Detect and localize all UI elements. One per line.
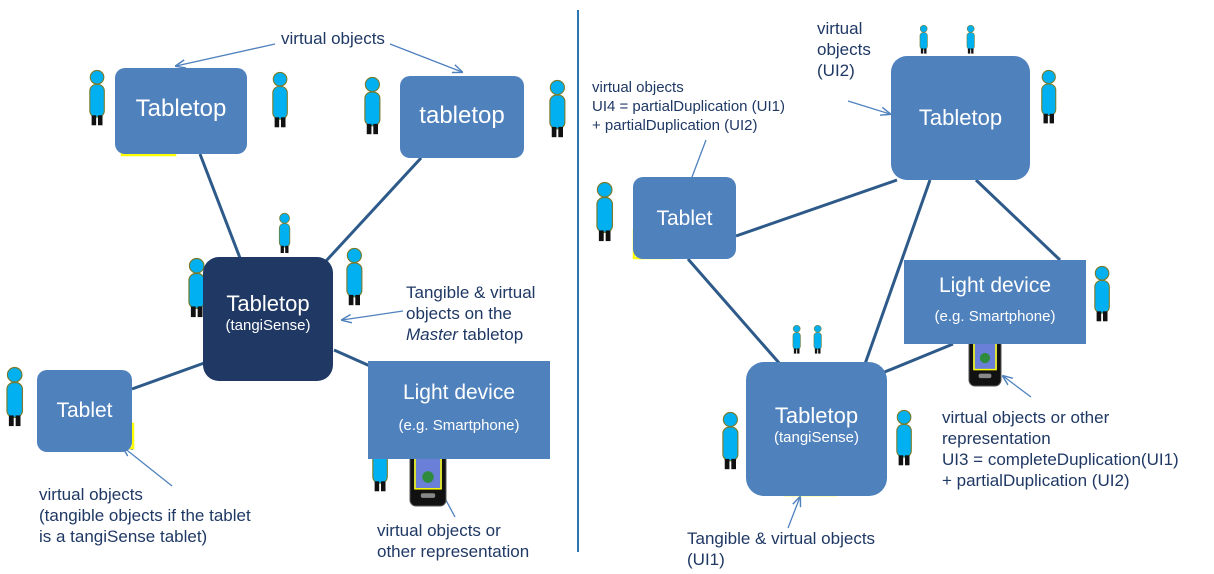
left-master-note: Tangible & virtual objects on the Master… [406, 282, 535, 345]
left-tablet-note-line2: (tangible objects if the tablet [39, 506, 251, 525]
left-phone-note: virtual objects or other representation [377, 520, 529, 562]
left-tabletop-2-label: tabletop [419, 102, 505, 129]
right-master-title: Tabletop [774, 403, 859, 428]
left-phone-note-line1: virtual objects or [377, 521, 501, 540]
arrow-right-ui3-note [1003, 376, 1032, 398]
left-tablet-note-line1: virtual objects [39, 485, 143, 504]
person-icon [346, 247, 363, 306]
connector-right-tabletop-light [974, 178, 1062, 262]
arrow-left-label-to-tt1 [176, 43, 276, 66]
right-master-tabletop: Tabletop (tangiSense) [746, 362, 887, 496]
connector-left-master-light [333, 348, 371, 368]
left-master-note-line3: Master tabletop [406, 324, 535, 345]
right-tabletop: Tabletop [891, 56, 1030, 180]
right-ui3-note: virtual objects or other representation … [942, 407, 1179, 491]
right-master-subtitle: (tangiSense) [773, 429, 860, 447]
right-tabletop-label: Tabletop [918, 105, 1003, 130]
person-icon [919, 24, 928, 54]
person-icon [792, 324, 801, 354]
person-icon [364, 76, 381, 135]
left-tablet: Tablet [37, 370, 132, 452]
right-ui3-note-line1: virtual objects or other [942, 408, 1110, 427]
person-icon [278, 212, 291, 254]
person-icon [966, 24, 975, 54]
master-emphasis: Master [406, 325, 458, 344]
person-icon [272, 71, 288, 128]
left-light-device-title: Light device [402, 381, 516, 404]
right-bottom-note-line2: (UI1) [687, 550, 725, 569]
person-icon [1094, 265, 1110, 322]
right-ui4-note-line1: virtual objects [592, 79, 684, 96]
left-master-note-line2: objects on the [406, 304, 512, 323]
right-top-note: virtual objects (UI2) [817, 18, 871, 81]
right-tablet: Tablet [633, 177, 736, 259]
connector-left-master-tablet [131, 360, 208, 391]
right-ui4-note-line2: UI4 = partialDuplication (UI1) [592, 98, 786, 115]
person-icon [6, 366, 24, 427]
left-master-note-line3-rest: tabletop [457, 325, 524, 344]
arrow-left-master-note [342, 310, 404, 320]
connector-right-tabletop-master [863, 179, 932, 365]
right-top-note-line2: objects [817, 40, 871, 59]
person-icon [89, 69, 105, 126]
arrow-left-label-to-tt2 [389, 43, 462, 72]
person-icon [813, 324, 822, 354]
person-icon [549, 79, 566, 138]
person-icon [596, 181, 614, 242]
right-top-note-line1: virtual [817, 19, 863, 38]
person-icon [722, 411, 739, 470]
arrow-right-bottom-note [787, 497, 800, 529]
right-ui4-note-line3: + partialDuplication (UI2) [592, 117, 758, 134]
connector-right-tablet-tabletop [735, 178, 898, 238]
connector-left-tt1-master [198, 153, 242, 259]
connector-right-tablet-master [686, 258, 782, 365]
right-top-note-line3: (UI2) [817, 61, 855, 80]
left-tablet-note: virtual objects (tangible objects if the… [39, 484, 251, 547]
right-bottom-note-line1: Tangible & virtual objects [687, 529, 876, 548]
person-icon [188, 257, 206, 318]
person-icon [1041, 69, 1057, 124]
left-tablet-label: Tablet [56, 399, 113, 422]
right-light-device: Light device (e.g. Smartphone) [904, 260, 1086, 344]
left-master-tabletop: Tabletop (tangiSense) [203, 257, 333, 381]
left-master-title: Tabletop [226, 291, 310, 316]
right-ui3-note-line3: UI3 = completeDuplication(UI1) [942, 450, 1179, 469]
left-light-device-subtitle: (e.g. Smartphone) [398, 417, 520, 435]
left-tabletop-2: tabletop [400, 76, 524, 158]
arrow-left-tablet-note [123, 447, 173, 487]
left-master-note-line1: Tangible & virtual [406, 283, 536, 302]
right-ui4-note: virtual objects UI4 = partialDuplication… [592, 78, 785, 135]
left-phone-note-line2: other representation [377, 542, 530, 561]
left-tablet-note-line3: is a tangiSense tablet) [39, 527, 208, 546]
arrow-right-top-note [847, 100, 890, 114]
right-bottom-note: Tangible & virtual objects (UI1) [687, 528, 875, 570]
right-light-device-title: Light device [938, 274, 1052, 297]
left-master-subtitle: (tangiSense) [225, 317, 311, 335]
left-light-device: Light device (e.g. Smartphone) [368, 361, 550, 459]
connector-left-tt2-master [324, 156, 423, 263]
right-ui3-note-line4: + partialDuplication (UI2) [942, 471, 1130, 490]
left-tabletop-1-label: Tabletop [135, 95, 227, 122]
left-tabletop-1: Tabletop [115, 68, 247, 154]
right-ui3-note-line2: representation [942, 429, 1051, 448]
right-light-device-subtitle: (e.g. Smartphone) [934, 308, 1056, 326]
right-tablet-label: Tablet [656, 207, 713, 230]
left-virtual-objects-label: virtual objects [281, 29, 385, 48]
person-icon [896, 409, 912, 466]
